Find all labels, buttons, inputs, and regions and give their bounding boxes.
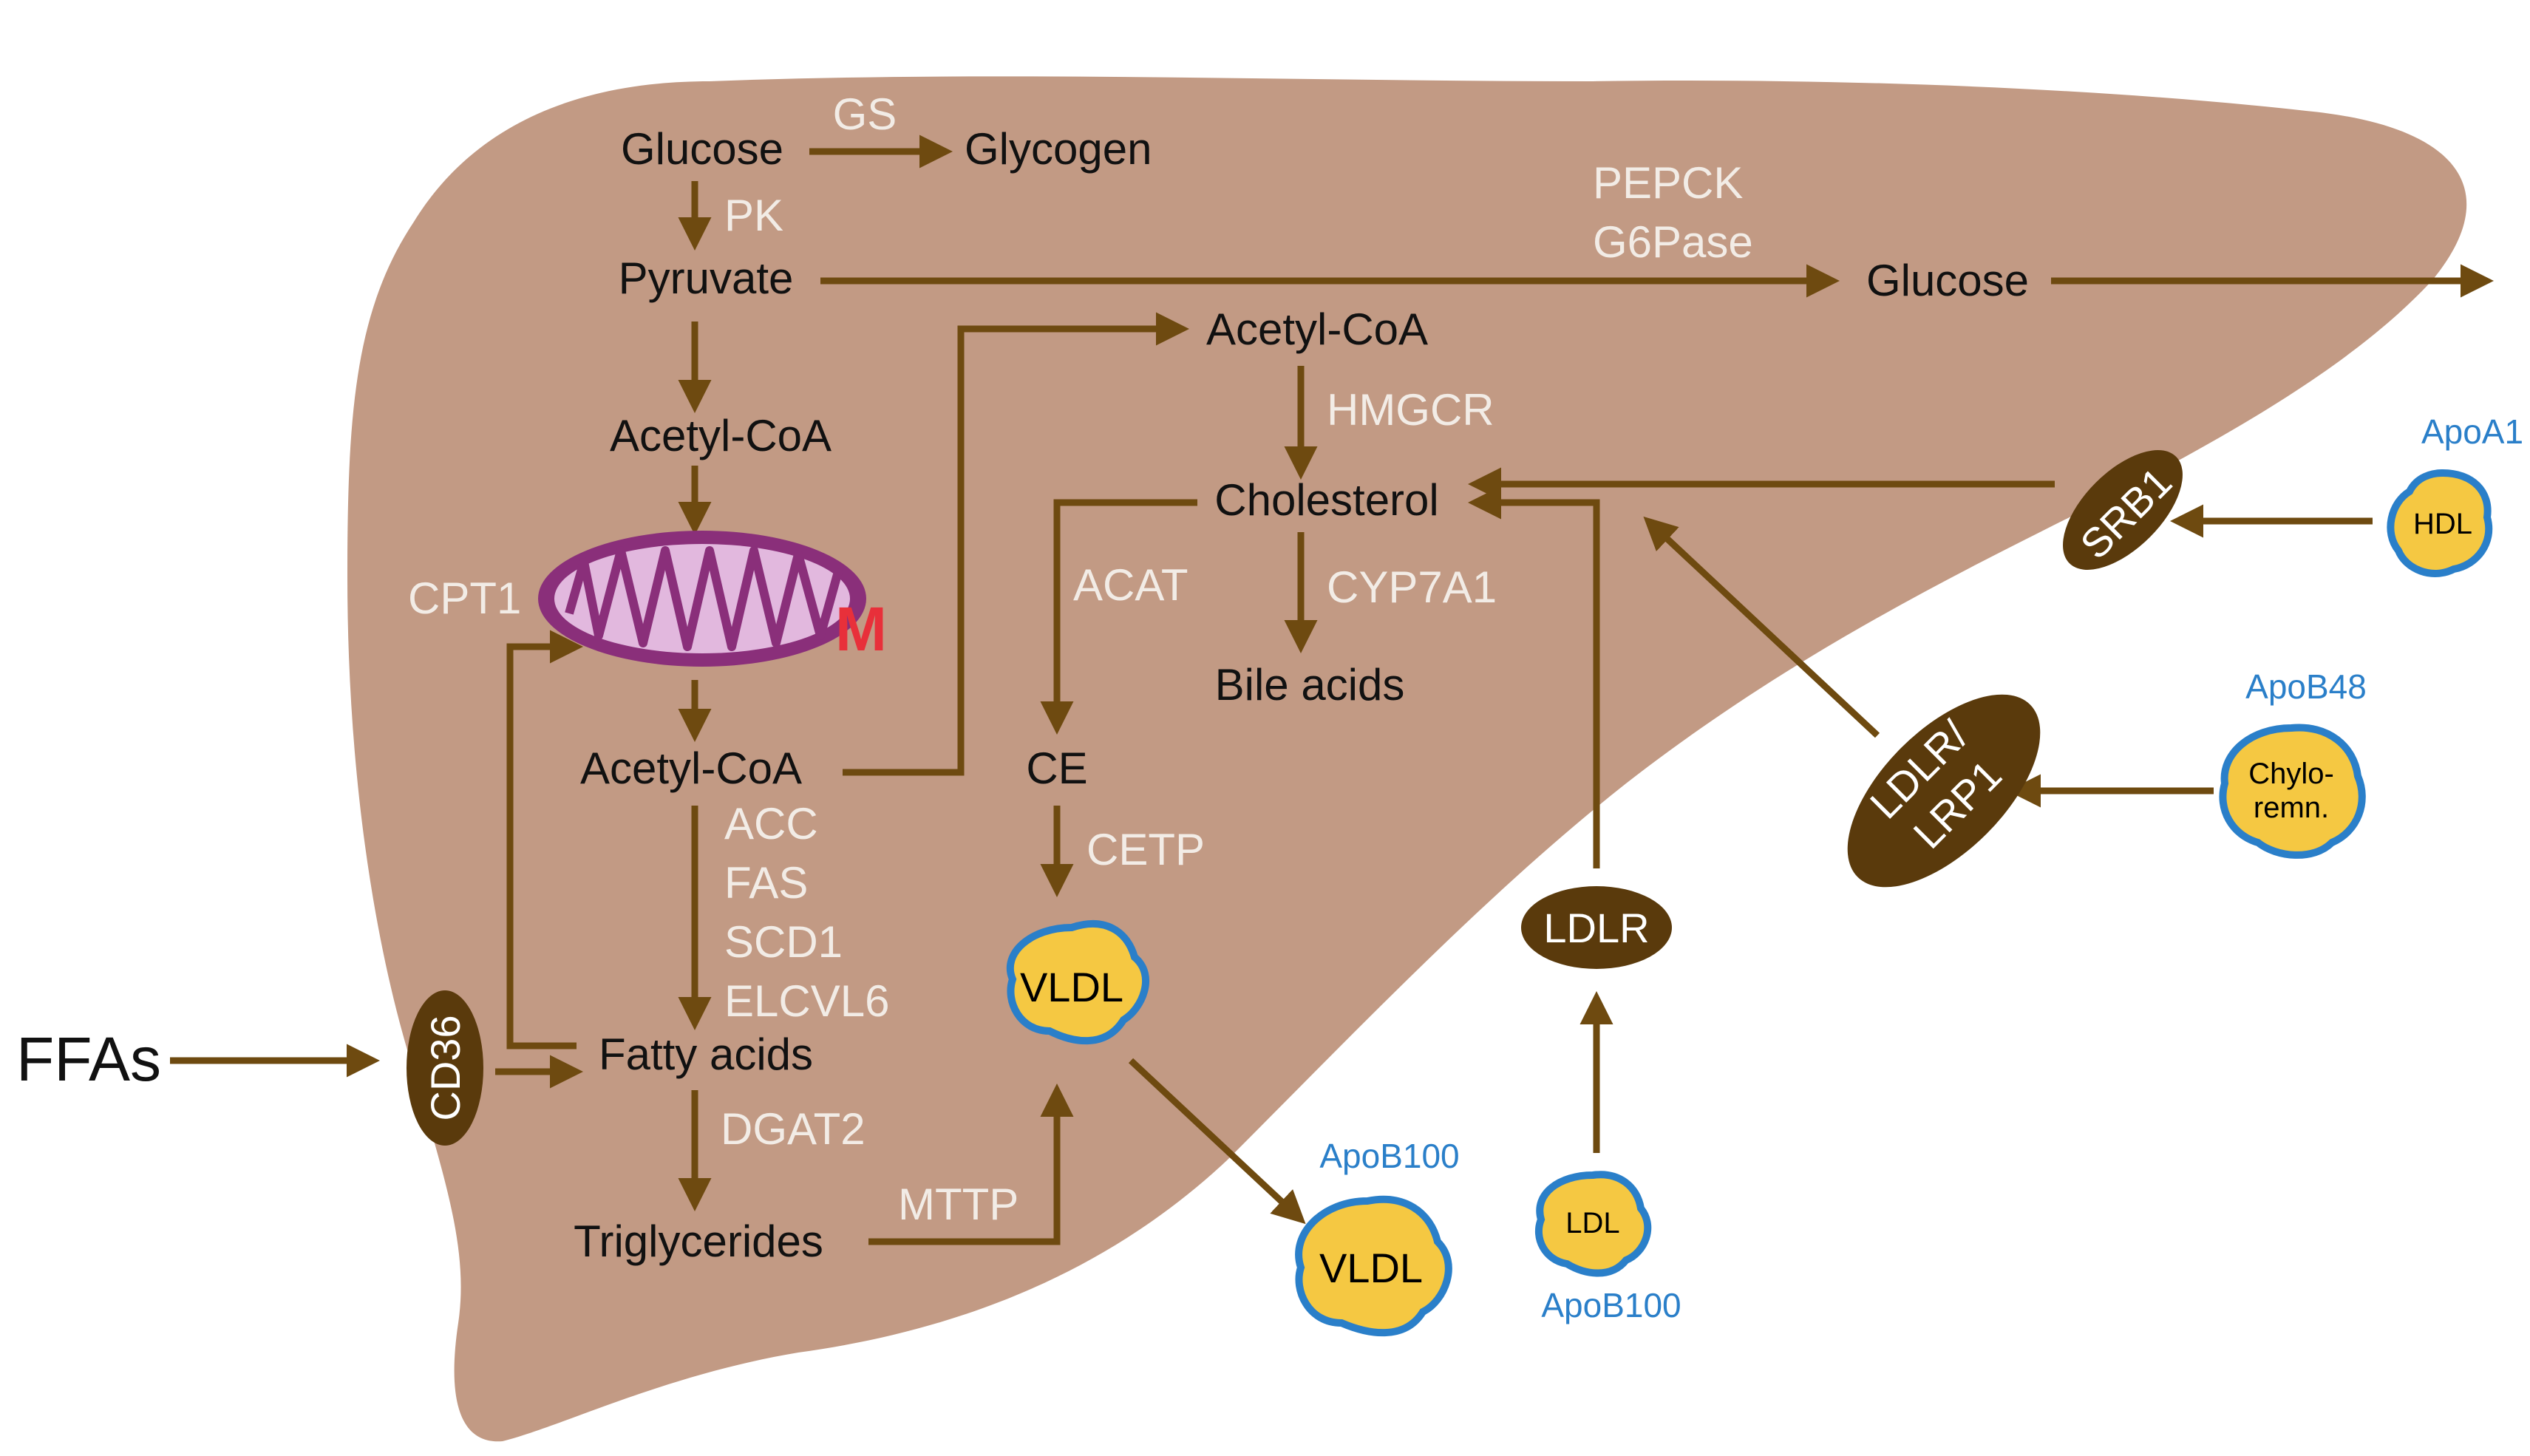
ldl-particle: LDL (1534, 1171, 1652, 1277)
liver-shape (347, 76, 2467, 1442)
arrow-vldl-secretion (1128, 1058, 1306, 1225)
arrow-ldlrlrp1-cholesterol (1643, 516, 1880, 738)
label-glycogen: Glycogen (965, 124, 1152, 174)
enzyme-dgat2: DGAT2 (721, 1104, 866, 1154)
enzyme-pepck: PEPCK (1593, 158, 1743, 208)
arrow-triglycerides-vldl (868, 1084, 1074, 1245)
apo-b48-label: ApoB48 (2245, 667, 2367, 706)
label-fatty-acids: Fatty acids (599, 1030, 813, 1079)
chylo-label-line2: remn. (2254, 792, 2329, 824)
enzyme-mttp: MTTP (898, 1180, 1019, 1229)
mitochondrion: M (538, 531, 887, 667)
ldlr-receptor: LDLR (1521, 886, 1672, 969)
enzyme-pk: PK (724, 191, 783, 240)
arrow-acetylcoa-to-cholesterol-branch (843, 312, 1189, 776)
enzyme-fas: FAS (724, 858, 808, 908)
label-acetylcoa-chol: Acetyl-CoA (1206, 305, 1428, 354)
label-pyruvate: Pyruvate (619, 254, 794, 303)
apo-b100-vldl-label: ApoB100 (1319, 1137, 1459, 1175)
enzyme-gs: GS (833, 89, 897, 139)
hdl-label: HDL (2413, 508, 2472, 540)
hdl-particle: HDL (2387, 469, 2493, 577)
label-ffas: FFAs (16, 1024, 161, 1094)
apo-b100-ldl-label: ApoB100 (1541, 1286, 1681, 1324)
enzyme-acc: ACC (724, 799, 818, 848)
vldl-particle-outer: VLDL (1295, 1195, 1452, 1337)
label-ce: CE (1026, 744, 1087, 793)
enzyme-g6pase: G6Pase (1593, 217, 1753, 267)
enzyme-cyp7a1: CYP7A1 (1327, 562, 1497, 612)
enzyme-hmgcr: HMGCR (1327, 385, 1494, 435)
apo-a1-label: ApoA1 (2421, 412, 2523, 451)
label-acetylcoa-lower: Acetyl-CoA (580, 744, 802, 793)
vldl-inner-label: VLDL (1020, 964, 1123, 1010)
label-acetylcoa-top: Acetyl-CoA (610, 411, 832, 460)
cristae (565, 546, 843, 651)
label-glucose-out: Glucose (1866, 256, 2029, 305)
label-bile-acids: Bile acids (1215, 660, 1405, 710)
chylomicron-remnant-particle: Chylo- remn. (2219, 724, 2366, 859)
vldl-outer-label: VLDL (1319, 1245, 1423, 1291)
label-cholesterol: Cholesterol (1214, 475, 1439, 525)
label-glucose-top: Glucose (621, 124, 783, 174)
ldlr-label: LDLR (1543, 905, 1649, 951)
arrow-ldlr-cholesterol (1468, 486, 1600, 868)
enzyme-cetp: CETP (1087, 825, 1205, 874)
enzyme-acat: ACAT (1073, 560, 1189, 610)
arrow-cd36-mito (506, 630, 583, 1050)
cd36-receptor: CD36 (407, 990, 483, 1146)
chylo-label-line1: Chylo- (2248, 758, 2334, 790)
ldlr-lrp1-receptor: LDLR/ LRP1 (1847, 694, 2041, 888)
enzyme-cpt1: CPT1 (408, 574, 521, 623)
enzyme-scd1: SCD1 (724, 917, 843, 967)
label-triglycerides: Triglycerides (574, 1217, 823, 1266)
vldl-particle-inner: VLDL (1006, 920, 1150, 1045)
mitochondrion-mark: M (835, 594, 887, 664)
ldl-label: LDL (1565, 1207, 1619, 1239)
arrow-cholesterol-ce (1040, 499, 1197, 735)
enzyme-elcvl6: ELCVL6 (724, 976, 889, 1026)
cd36-label: CD36 (422, 1015, 469, 1120)
